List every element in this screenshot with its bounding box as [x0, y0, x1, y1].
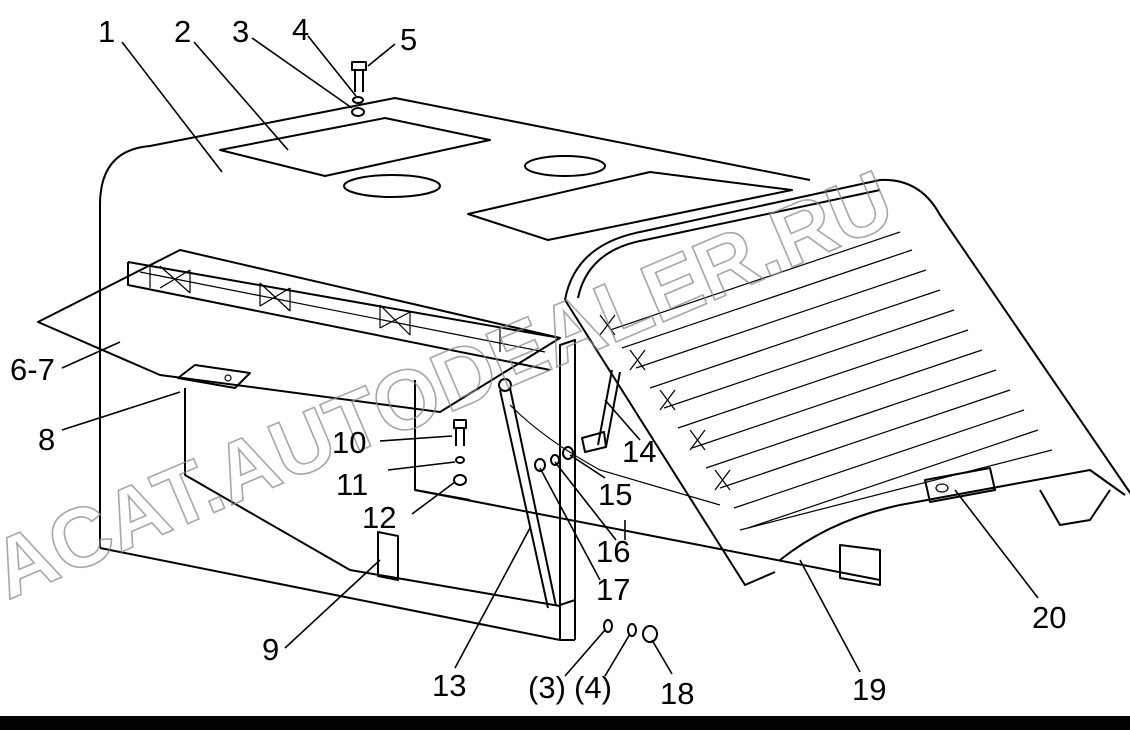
callout-16: 16	[596, 534, 630, 569]
callout-9: 9	[262, 632, 279, 667]
lift-panel	[37, 249, 561, 413]
callout-11: 11	[336, 467, 368, 502]
callout-17: 17	[596, 572, 630, 607]
inspection-plate	[219, 117, 491, 177]
fender	[564, 178, 1130, 586]
callout-labels: 1 2 3 4 5 6-7 8 9 10 11 12 13 14 15 16 1…	[10, 12, 1066, 711]
callout-20: 20	[1032, 600, 1066, 635]
callout-8: 8	[38, 422, 55, 457]
callout-15: 15	[598, 477, 632, 512]
callout-12: 12	[362, 500, 396, 535]
tab-9	[377, 531, 399, 581]
callout-6-7: 6-7	[10, 352, 55, 387]
callout-3: 3	[232, 14, 249, 49]
top-fasteners	[351, 61, 367, 117]
leader-lines	[61, 35, 1039, 677]
mesh-grille	[467, 171, 793, 241]
callout-2: 2	[174, 14, 191, 49]
side-fasteners	[534, 446, 574, 472]
mid-fasteners	[453, 419, 467, 486]
callout-1: 1	[98, 14, 115, 49]
top-hole-right	[524, 155, 606, 177]
side-panel	[184, 339, 881, 607]
plate-8	[177, 364, 251, 389]
bottom-bar	[0, 716, 1130, 730]
callout-4-paren: (4)	[574, 670, 612, 705]
plate-20	[924, 467, 996, 503]
lower-fasteners	[603, 619, 658, 643]
callout-19: 19	[852, 672, 886, 707]
callout-13: 13	[432, 668, 466, 703]
callout-18: 18	[660, 676, 694, 711]
callout-5: 5	[400, 22, 417, 57]
callout-3-paren: (3)	[528, 670, 566, 705]
watermark: ACAT.AUTODEALER.RU	[0, 152, 906, 617]
callout-10: 10	[332, 425, 366, 460]
hood-body	[99, 97, 811, 641]
top-hole-left	[343, 174, 441, 198]
callout-4: 4	[292, 12, 309, 47]
callout-14: 14	[622, 434, 656, 469]
